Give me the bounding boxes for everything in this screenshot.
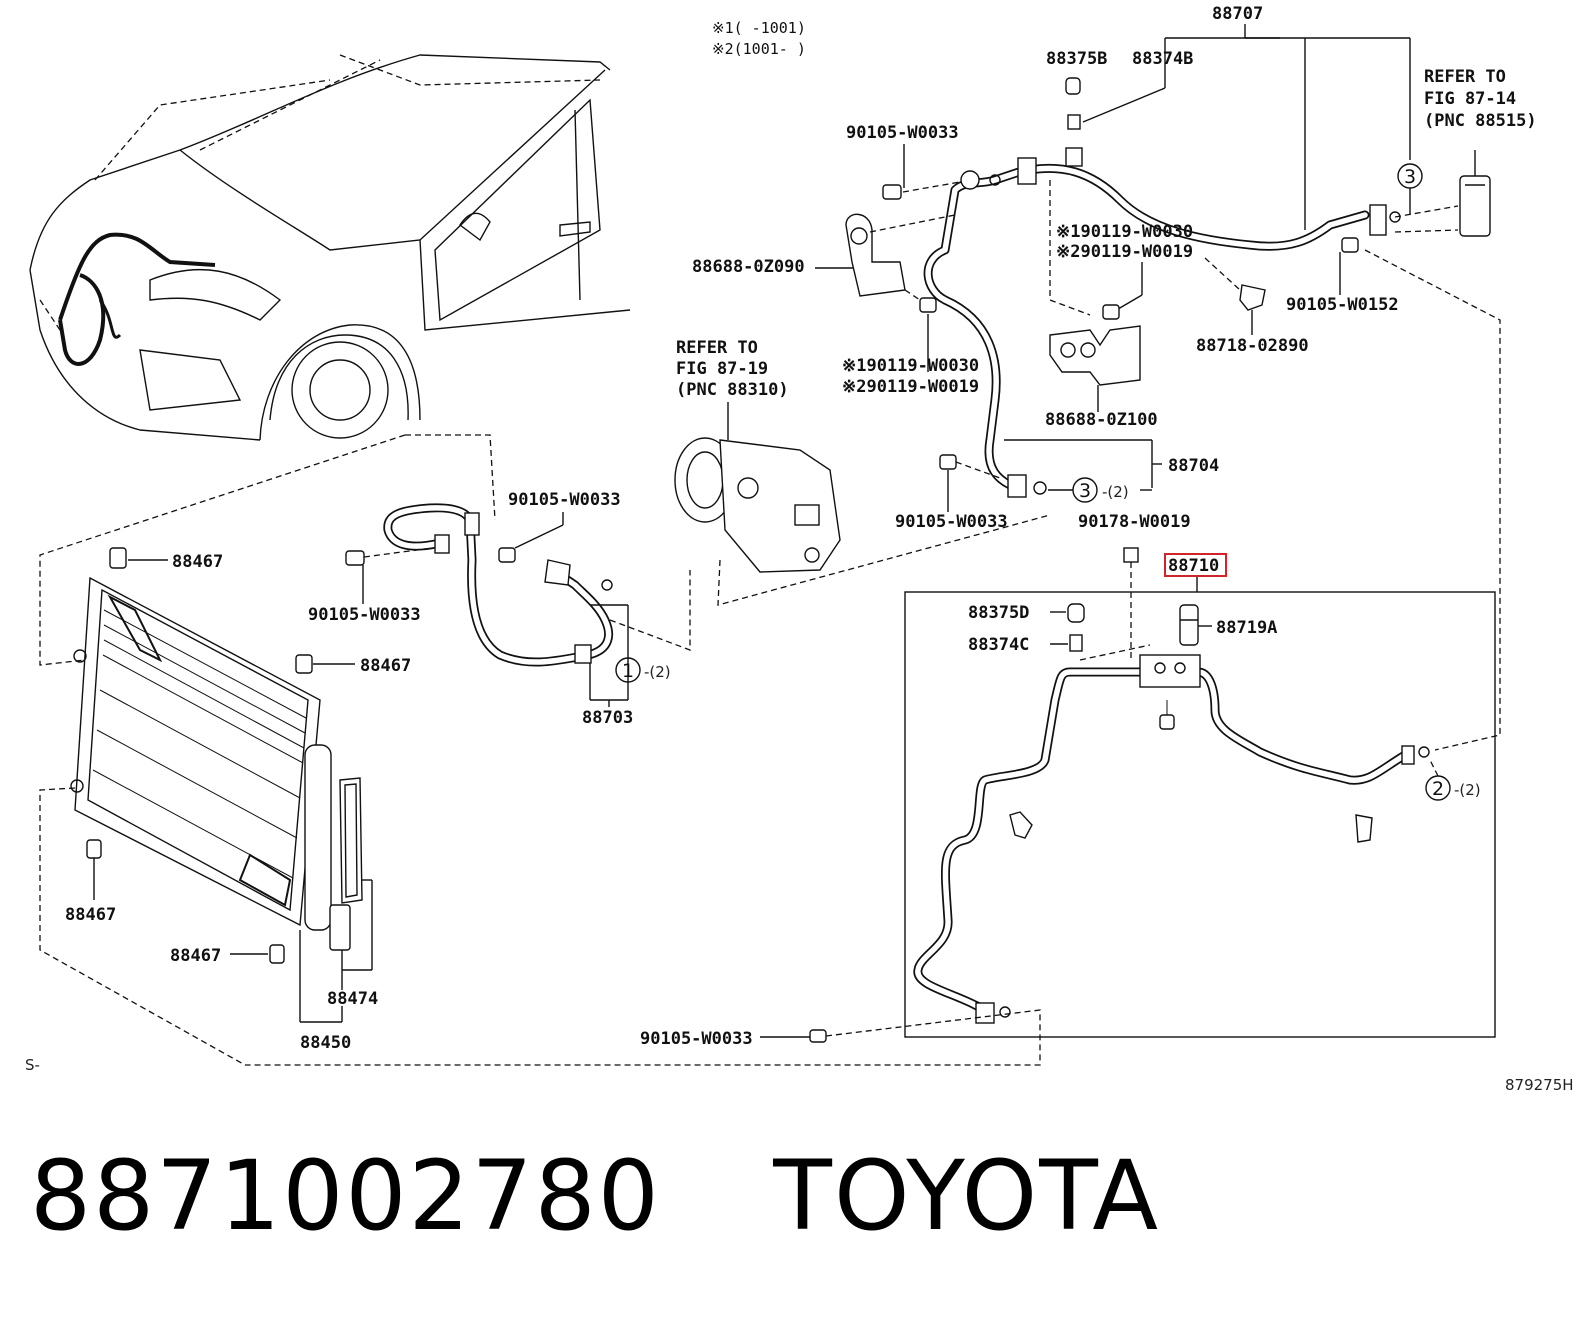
corner-left-label: S- bbox=[25, 1056, 40, 1074]
label-88474: 88474 bbox=[327, 989, 378, 1009]
pressure-block bbox=[1139, 654, 1201, 688]
label-90105-left1: 90105-W0033 bbox=[508, 490, 621, 510]
bolt-90105-bottom bbox=[809, 1029, 827, 1043]
pressure-switch-88719A bbox=[1179, 604, 1199, 646]
callout-1-qty: -(2) bbox=[644, 663, 671, 681]
bracket-88718-02890 bbox=[1239, 284, 1266, 311]
bolt-90119-b bbox=[1102, 304, 1120, 320]
label-88718-02890: 88718-02890 bbox=[1196, 336, 1309, 356]
label-88688-0Z090: 88688-0Z090 bbox=[692, 257, 805, 277]
label-88375D: 88375D bbox=[968, 603, 1029, 623]
highlight-88710 bbox=[1164, 553, 1227, 577]
label-88374C: 88374C bbox=[968, 635, 1029, 655]
callout-3-mid-qty: -(2) bbox=[1102, 483, 1129, 501]
figure-code: 879275H bbox=[1505, 1076, 1574, 1090]
label-88703: 88703 bbox=[582, 708, 633, 728]
callout-2: 2 bbox=[1432, 778, 1444, 800]
label-90105-W0152: 90105-W0152 bbox=[1286, 295, 1399, 315]
label-88375B: 88375B bbox=[1046, 49, 1107, 69]
label-88467-c: 88467 bbox=[65, 905, 116, 925]
refer-upper-line3: (PNC 88515) bbox=[1424, 111, 1537, 131]
compressor-illustration bbox=[674, 437, 841, 573]
valve-core-88374C bbox=[1069, 634, 1083, 652]
callout-2-qty: -(2) bbox=[1454, 781, 1481, 799]
bolt-90105-top bbox=[882, 184, 902, 200]
label-88688-0Z100: 88688-0Z100 bbox=[1045, 410, 1158, 430]
expansion-valve-illustration bbox=[1394, 150, 1491, 237]
label-88467-a: 88467 bbox=[172, 552, 223, 572]
label-90119-b2: ※290119-W0019 bbox=[1056, 242, 1193, 262]
callout-3-top: 3 bbox=[1404, 166, 1416, 188]
refer-compressor-line1: REFER TO bbox=[676, 338, 758, 358]
cap-88375B bbox=[1065, 77, 1081, 95]
refer-compressor-line2: FIG 87-19 bbox=[676, 359, 768, 379]
label-88467-b: 88467 bbox=[360, 656, 411, 676]
label-88374B: 88374B bbox=[1132, 49, 1193, 69]
label-90105-left2: 90105-W0033 bbox=[308, 605, 421, 625]
footer-brand: TOYOTA bbox=[773, 1140, 1161, 1252]
note-2: ※2(1001- ) bbox=[712, 40, 806, 58]
condenser-illustration bbox=[70, 547, 363, 964]
bolt-clamp bbox=[919, 297, 937, 313]
label-90105-top: 90105-W0033 bbox=[846, 123, 959, 143]
refer-upper-line1: REFER TO bbox=[1424, 67, 1506, 87]
parts-diagram: ※1( -1001) ※2(1001- ) 88707 3 88375B 883… bbox=[25, 4, 1574, 1090]
refer-upper-line2: FIG 87-14 bbox=[1424, 89, 1516, 109]
label-90119-a1: ※190119-W0030 bbox=[842, 356, 979, 376]
callout-3-mid: 3 bbox=[1079, 480, 1091, 502]
pipe-88707-illustration bbox=[923, 157, 1401, 498]
service-port-top bbox=[1065, 147, 1083, 167]
bolt-90105-mid bbox=[939, 454, 957, 470]
label-90119-b1: ※190119-W0030 bbox=[1056, 222, 1193, 242]
label-88450: 88450 bbox=[300, 1033, 351, 1053]
valve-core-88374B bbox=[1067, 114, 1081, 130]
label-90119-a2: ※290119-W0019 bbox=[842, 377, 979, 397]
footer-caption: 8871002780 TOYOTA bbox=[30, 1140, 1161, 1252]
refer-compressor-line3: (PNC 88310) bbox=[676, 380, 789, 400]
label-90105-mid: 90105-W0033 bbox=[895, 512, 1008, 532]
bolt-90105-left1 bbox=[498, 547, 516, 563]
label-88704: 88704 bbox=[1168, 456, 1219, 476]
nut-90178-W0019 bbox=[1123, 547, 1139, 563]
label-88710: 88710 bbox=[1168, 556, 1219, 576]
footer-part-number: 8871002780 bbox=[30, 1140, 661, 1252]
label-90178-W0019: 90178-W0019 bbox=[1078, 512, 1191, 532]
note-1: ※1( -1001) bbox=[712, 19, 806, 37]
cap-88375D bbox=[1067, 603, 1085, 623]
label-90105-bottom: 90105-W0033 bbox=[640, 1029, 753, 1049]
clamp-88688-0Z100 bbox=[1049, 325, 1141, 386]
clamp-88688-0Z090 bbox=[845, 213, 906, 297]
bolt-90105-W0152 bbox=[1341, 237, 1359, 253]
vehicle-illustration bbox=[29, 54, 631, 441]
bolt-90105-left2 bbox=[345, 550, 365, 566]
box-88710-assembly bbox=[904, 591, 1496, 1038]
callout-1: 1 bbox=[622, 660, 634, 682]
label-88707: 88707 bbox=[1212, 4, 1263, 24]
label-88467-d: 88467 bbox=[170, 946, 221, 966]
pipe-88710-illustration bbox=[913, 654, 1430, 1024]
label-88719A: 88719A bbox=[1216, 618, 1277, 638]
hose-88703-illustration bbox=[383, 503, 613, 667]
